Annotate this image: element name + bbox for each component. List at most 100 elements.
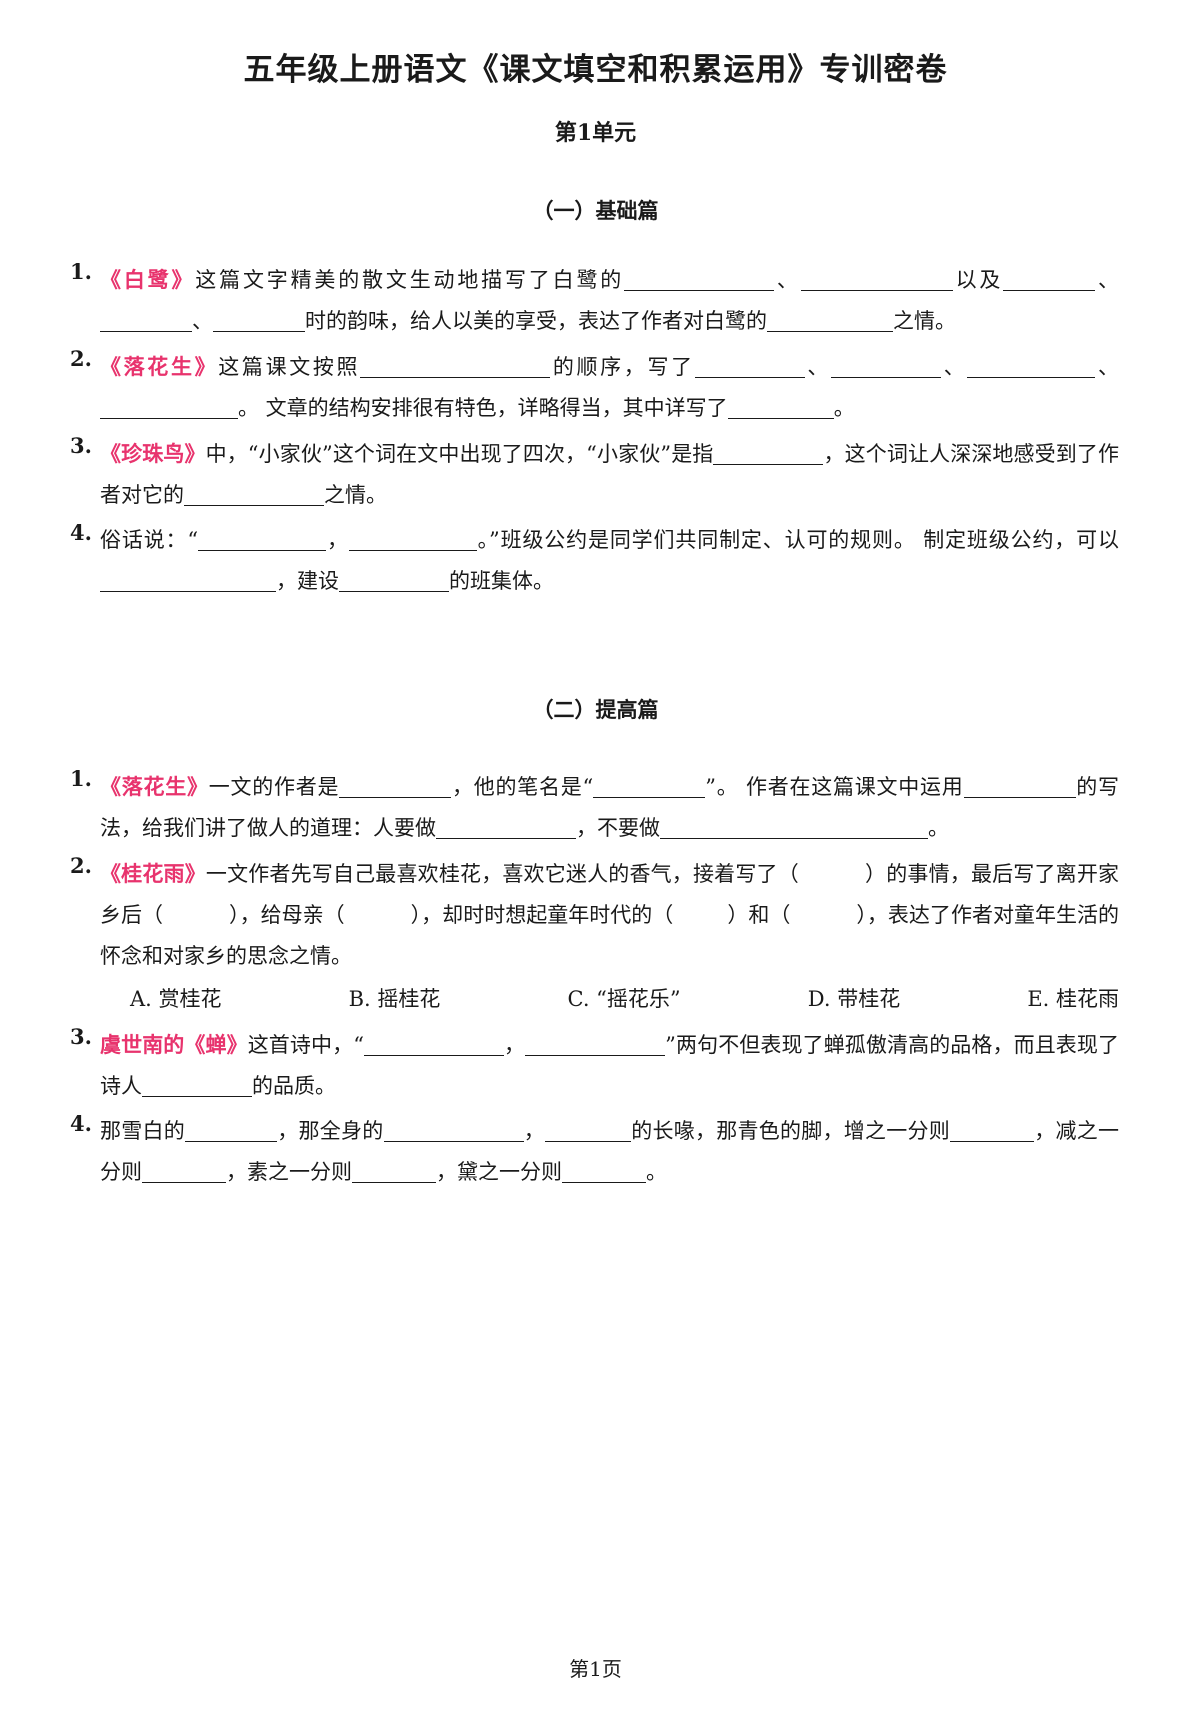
question-text: 。 [928,816,949,840]
option-e[interactable]: E. 桂花雨 [1027,987,1119,1011]
choice-options-row: A. 赏桂花 B. 摇桂花 C. “摇花乐” D. 带桂花 E. 桂花雨 [100,979,1119,1020]
question-body: 《桂花雨》一文作者先写自己最喜欢桂花，喜欢它迷人的香气，接着写了（）的事情，最后… [100,853,1119,977]
work-title: 虞世南的《蝉》 [100,1032,248,1057]
question-item: 2. 《桂花雨》一文作者先写自己最喜欢桂花，喜欢它迷人的香气，接着写了（）的事情… [70,853,1119,1020]
question-text: 、 [804,355,832,379]
question-text: ），表达了作者对童年生活的怀念和对家乡的思念之情。 [100,903,1120,968]
answer-blank[interactable] [100,309,192,332]
question-text: ， [503,1033,526,1057]
answer-blank[interactable] [363,1033,504,1056]
answer-blank[interactable] [213,309,305,332]
question-text: ），给母亲（ [229,903,345,927]
question-number: 2. [70,853,92,878]
question-text: 这篇课文按照 [218,355,361,379]
question-text: 中，“小家伙”这个词在文中出现了四次，“小家伙”是指 [205,442,714,466]
question-body: 那雪白的，那全身的，的长喙，那青色的脚，增之一分则，减之一分则，素之一分则，黛之… [100,1111,1119,1193]
answer-blank[interactable] [348,528,477,551]
question-text: 俗话说：“ [100,528,199,552]
question-text: ，不要做 [576,816,660,840]
question-text: 的长喙，那青色的脚，增之一分则 [631,1119,950,1143]
answer-blank[interactable] [963,775,1076,798]
question-text: ， [326,528,349,552]
question-text: 的顺序，写了 [550,355,695,379]
question-text: 的写法，给我们讲了做人的道理：人要做 [100,775,1120,840]
question-number: 1. [70,766,92,791]
question-text: 的班集体。 [449,569,554,593]
answer-blank[interactable] [185,1119,277,1142]
question-body: 俗话说：“，。”班级公约是同学们共同制定、认可的规则。 制定班级公约，可以，建设… [100,520,1119,602]
question-text: ，黛之一分则 [436,1160,562,1184]
question-body: 《落花生》一文的作者是，他的笔名是“”。 作者在这篇课文中运用的写法，给我们讲了… [100,766,1119,849]
work-title: 《桂花雨》 [100,861,206,886]
answer-blank[interactable] [525,1033,666,1056]
answer-blank[interactable] [545,1119,631,1142]
question-text: 这篇文字精美的散文生动地描写了白鹭的 [195,268,625,292]
question-text: ，这个词让人深深地感受到了作者对它的 [100,442,1119,507]
question-number: 3. [70,433,92,458]
answer-blank[interactable] [624,268,775,291]
question-text: ，建设 [276,569,339,593]
question-text: 那雪白的 [100,1119,185,1143]
question-text: 、 [774,268,801,292]
question-text: 的品质。 [252,1074,336,1098]
answer-blank[interactable] [713,442,824,465]
question-text: ）的事情，最后写了离开家乡后（ [100,862,1120,927]
option-d[interactable]: D. 带桂花 [807,987,901,1011]
answer-blank[interactable] [767,309,893,332]
section-heading-advanced: （二）提高篇 [532,697,659,722]
answer-blank[interactable] [198,528,327,551]
question-text: 。 文章的结构安排很有特色，详略得当，其中详写了 [238,396,728,420]
question-text: ，素之一分则 [226,1160,352,1184]
question-text: 之情。 [324,483,387,507]
question-text: 之情。 [893,309,956,333]
answer-blank[interactable] [950,1119,1034,1142]
question-body: 《白鹭》这篇文字精美的散文生动地描写了白鹭的、以及、、时的韵味，给人以美的享受，… [100,259,1119,342]
question-text: 、 [192,309,213,333]
work-title: 《珍珠鸟》 [100,441,206,466]
question-list-advanced: 1. 《落花生》一文的作者是，他的笔名是“”。 作者在这篇课文中运用的写法，给我… [70,766,1119,1193]
option-a[interactable]: A. 赏桂花 [130,987,222,1011]
question-number: 4. [70,520,92,545]
answer-blank[interactable] [800,268,953,291]
page-title: 五年级上册语文《课文填空和积累运用》专训密卷 [243,52,948,88]
answer-blank[interactable] [1003,268,1096,291]
work-title: 《落花生》 [100,774,209,799]
answer-blank[interactable] [339,569,449,592]
answer-blank[interactable] [831,355,942,378]
question-text: ，减之一分则 [100,1119,1119,1184]
answer-blank[interactable] [660,816,928,839]
answer-blank[interactable] [562,1160,646,1183]
answer-blank[interactable] [436,816,576,839]
question-text: 这首诗中，“ [247,1033,364,1057]
answer-blank[interactable] [360,355,551,378]
answer-blank[interactable] [383,1119,524,1142]
answer-blank[interactable] [100,569,276,592]
answer-blank[interactable] [142,1160,226,1183]
question-text: 、 [1095,268,1120,292]
option-b[interactable]: B. 摇桂花 [348,987,441,1011]
question-number: 2. [70,346,92,371]
question-text: 。 [646,1160,667,1184]
question-text: 一文的作者是 [208,775,340,799]
page-footer: 第1页 [569,1657,622,1681]
question-text: 一文作者先写自己最喜欢桂花，喜欢它迷人的香气，接着写了（ [205,862,799,886]
question-item: 4. 那雪白的，那全身的，的长喙，那青色的脚，增之一分则，减之一分则，素之一分则… [70,1111,1119,1193]
question-item: 4. 俗话说：“，。”班级公约是同学们共同制定、认可的规则。 制定班级公约，可以… [70,520,1119,602]
answer-blank[interactable] [352,1160,436,1183]
answer-blank[interactable] [142,1074,252,1097]
answer-blank[interactable] [339,775,452,798]
question-number: 1. [70,259,92,284]
question-list-basic: 1. 《白鹭》这篇文字精美的散文生动地描写了白鹭的、以及、、时的韵味，给人以美的… [70,259,1119,602]
option-c[interactable]: C. “摇花乐” [567,987,681,1011]
question-number: 3. [70,1024,92,1049]
question-body: 虞世南的《蝉》这首诗中，“，”两句不但表现了蝉孤傲清高的品格，而且表现了诗人的品… [100,1024,1119,1107]
question-body: 《落花生》这篇课文按照的顺序，写了、、、。 文章的结构安排很有特色，详略得当，其… [100,346,1119,429]
answer-blank[interactable] [967,355,1096,378]
answer-blank[interactable] [593,775,706,798]
answer-blank[interactable] [100,396,238,419]
worksheet-page: 五年级上册语文《课文填空和积累运用》专训密卷 第1单元 （一）基础篇 1. 《白… [0,44,1191,1728]
answer-blank[interactable] [727,396,834,419]
answer-blank[interactable] [184,483,324,506]
question-item: 1. 《落花生》一文的作者是，他的笔名是“”。 作者在这篇课文中运用的写法，给我… [70,766,1119,849]
answer-blank[interactable] [694,355,805,378]
